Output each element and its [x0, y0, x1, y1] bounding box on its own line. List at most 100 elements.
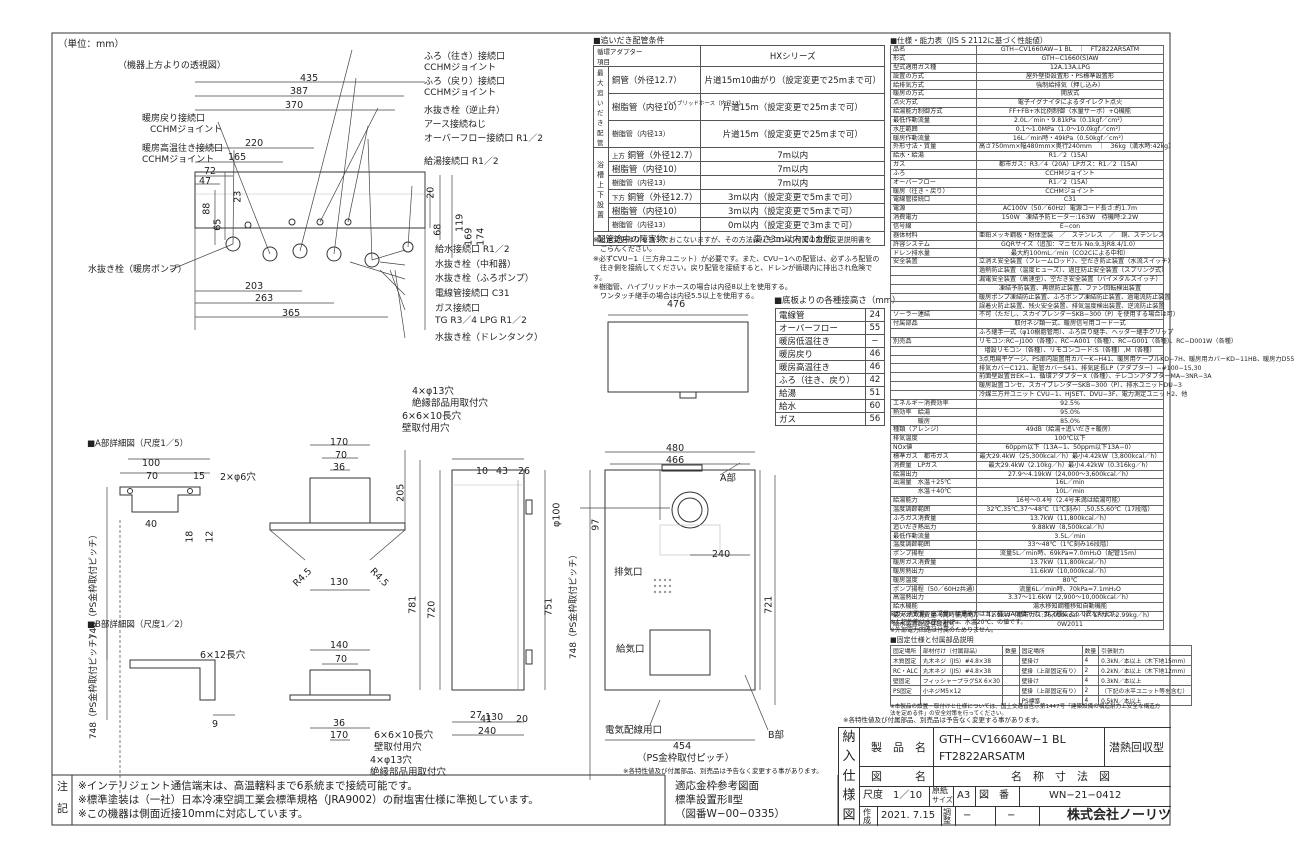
spec-value: 開放式 — [976, 89, 1164, 100]
pipe-value: 7m以内 — [700, 161, 885, 176]
bh-label: 暖房戻り — [775, 347, 866, 361]
dim-label: 20 — [516, 714, 529, 725]
label-b: B部 — [768, 730, 785, 741]
a-detail-title: ■A部詳細図（尺度1／5） — [87, 439, 189, 449]
note-line: ※この機器は側面近接10mmに対応しています。 — [78, 808, 309, 820]
fixing-cell: 丸木ネジ（JIS）#4.8×38 — [919, 655, 1003, 666]
dim-label: 100 — [142, 458, 161, 469]
spec-item: 温度調節範囲 — [890, 504, 977, 515]
spec-value: 取付ネジ類一式、暖房信号用コード一式 — [976, 319, 1164, 329]
spec-item: 外形寸法・質量 — [890, 142, 977, 153]
pipe-value: 0m以内（設定変更で3mまで可） — [700, 217, 885, 232]
spec-value: ふろ継手一式（φ10樹脂管用）、ふろ戻り継手、ヘッダー継手クリップ — [976, 328, 1173, 338]
spec-value: 95.0% — [976, 407, 1164, 418]
spec-row: 点火方式電子イグナイタによるダイレクト点火 — [890, 98, 1164, 108]
spec-item: ふろ — [890, 168, 977, 179]
spec-value: 3.5L／min — [976, 531, 1164, 542]
callout-label: 壁取付用穴 — [402, 423, 450, 434]
spec-row: 暖房の方式開放式 — [890, 89, 1164, 100]
callout-label: アース接続ねじ — [424, 120, 487, 130]
spec-value: リモコン:RC−J100（各種）、RC−A001（各種）、RC−G001（各種）… — [976, 336, 1237, 347]
dim-label: 97 — [590, 518, 602, 531]
piping-title: ■追いだき配管条件 — [593, 36, 665, 45]
fixing-cell: 0.5kN／本以上 — [1098, 695, 1192, 706]
note-line: 往き側を接続してください。戻り配管を接続すると、ドレンが循環内に排出され危険です… — [593, 264, 873, 282]
spec-value: 2.0L／min・9.81kPa（0.1kgf／cm²） — [976, 115, 1164, 126]
spec-item — [890, 389, 977, 400]
spec-title: ■仕様・能力表（JIS S 2112に基づく性能値） — [890, 36, 1048, 45]
spec-item: 暖房の方式 — [890, 89, 977, 100]
spec-value: 電子イグナイタによるダイレクト点火 — [976, 98, 1164, 108]
spec-row: 標準ガス 都市ガス最大29.4kW（25,300kcal／h）最小4.42kW（… — [890, 451, 1164, 462]
bh-value: 51 — [864, 386, 886, 400]
bh-label: 電線管 — [775, 308, 866, 322]
spec-value: GTH−CV1660AW−1 BL ｜ FT2822ARSATM — [976, 45, 1164, 55]
spec-row: 増設リモコン（各種）、リモコンコード:S（各種）,M（各種） — [890, 345, 1164, 356]
spec-value: CCHMジョイント — [976, 186, 1164, 197]
spec-item: 器体材料 — [890, 230, 977, 241]
date-value: 2021. 7.15 — [881, 810, 936, 821]
spec-row: 別売品リモコン:RC−J100（各種）、RC−A001（各種）、RC−G001（… — [890, 336, 1237, 347]
spec-item: 給湯能力 — [890, 496, 977, 506]
spec-row: 消費量 LPガス最大29.4kW（2.10kg／h）最小4.42kW（0.316… — [890, 460, 1164, 471]
spec-value: 高さ750mm×幅480mm×奥行240mm ｜ 36kg（満水時:42kg） — [976, 142, 1174, 153]
adapter-label: 循環アダプター — [597, 48, 643, 56]
front-view-drawing — [580, 451, 776, 780]
callout-label: 水抜き栓（ドレンタンク） — [435, 333, 544, 343]
spec-row: 安全装置立消え安全装置（フレームロッド）、空だき防止装置（水流スイッチ） — [890, 257, 1174, 268]
callout-label: CCHMジョイント — [424, 63, 497, 73]
callout-label: 水抜き栓（逆止弁） — [424, 106, 506, 116]
spec-item: 別売品 — [890, 336, 977, 347]
note-line: ※上記性能は水圧0.2MPa、水温20℃、の値です。 — [890, 619, 1027, 626]
callout-label: ふろ（戻り）接続口 — [424, 77, 506, 87]
spec-value: 強制給排気（押し込み） — [976, 80, 1164, 91]
spec-value: R1／2（15A） — [976, 151, 1164, 161]
spec-value: 12A,13A,LPG — [976, 62, 1164, 73]
spec-value: 都市ガス：R3／4（20A）LPガス：R1／2（15A） — [976, 159, 1164, 170]
dim-label: 68 — [432, 223, 444, 236]
front-pitch-bottom: （PS金枠取付ピッチ） — [637, 753, 735, 764]
ref-line: （図番W−00−0335） — [675, 808, 786, 820]
drawing-linework — [51, 32, 1171, 826]
dim-label: φ100 — [551, 502, 563, 527]
dim-label: 721 — [763, 595, 775, 614]
note-line: ※設定変更はリモコンでおこないますが、その方法はリモコンに付属の設定変更説明書を — [593, 236, 872, 244]
spec-value: 85.0% — [976, 416, 1164, 427]
product-label: 製 品 名 — [871, 741, 926, 754]
pipe-type: 銅管（外径12.7） — [607, 66, 702, 94]
dim-label: 205 — [395, 483, 407, 502]
spec-item: 熱効率 給湯 — [890, 407, 977, 418]
spec-value: 漏電安全装置（高速型）、空だき安全装置（バイメタルスイッチ） — [976, 274, 1164, 285]
dim-label: 70 — [335, 450, 348, 461]
change-note-right: ※各特性値及び付属部品、別売品は予告なく変更する事があります。 — [843, 716, 1043, 724]
dim-label: 12 — [204, 530, 216, 543]
bh-value: 42 — [864, 373, 886, 387]
spec-item: ポンプ揚程 — [890, 549, 977, 559]
b-detail-title: ■B部詳細図（尺度1／2） — [87, 620, 189, 630]
spec-item: 暖房温度 — [890, 575, 977, 586]
bh-value: 46 — [864, 347, 886, 361]
spec-item: 温度調節範囲 — [890, 540, 977, 551]
spec-item: 給湯能力制御方式 — [890, 106, 977, 117]
b-pitch-label: 748（PS金枠取付ピッチ） — [89, 629, 100, 740]
dim-label: 240 — [712, 549, 731, 560]
callout-label: 絶縁部品用取付穴 — [412, 398, 489, 409]
spec-value: 流量5L／min時、69kPa=7.0mH₂O（配管15m） — [976, 549, 1164, 559]
spec-row: 器体材料亜鉛メッキ鋼板・粉体塗装 ／ ステンレス ／ 銅、ステンレス — [890, 230, 1165, 241]
dim-label: 454 — [673, 741, 692, 752]
fixing-cell: 壁掛（上部固定有り） — [1018, 665, 1083, 676]
unit-plan-drawing — [607, 314, 749, 399]
spec-value: 49dB（給湯+追いだき+暖房） — [976, 425, 1164, 436]
side-view-drawing — [439, 458, 546, 736]
sub-down: 下方 — [611, 193, 625, 202]
